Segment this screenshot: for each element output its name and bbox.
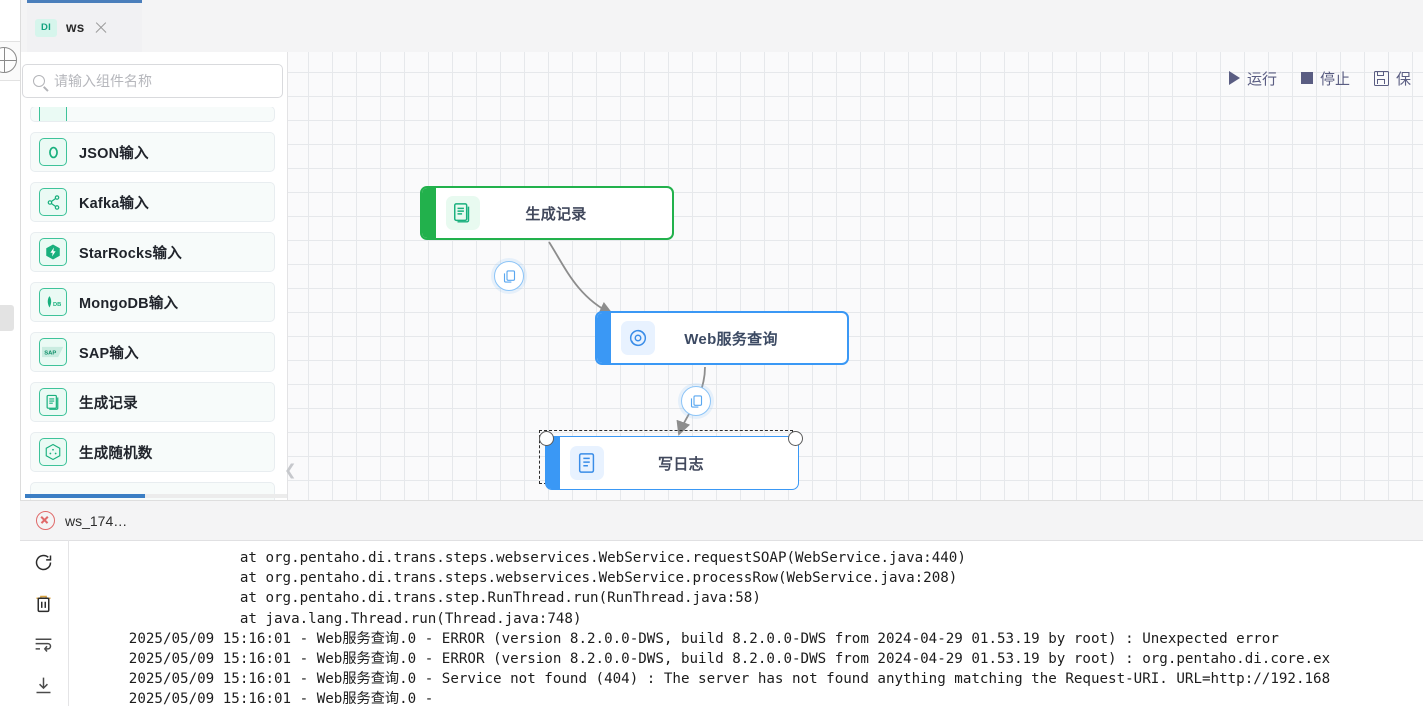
- search-container: 请输入组件名称: [22, 64, 283, 98]
- left-rail: [0, 0, 21, 706]
- list-item-random-number[interactable]: 生成随机数: [30, 432, 275, 472]
- node-accent-bar: [597, 313, 611, 363]
- copy-rows-icon[interactable]: [494, 261, 524, 291]
- delete-icon[interactable]: [33, 593, 55, 615]
- log-toolbar: [20, 540, 69, 706]
- list-item-kafka[interactable]: Kafka输入: [30, 182, 275, 222]
- hop-path-1: [548, 241, 614, 315]
- save-button[interactable]: 保: [1362, 52, 1423, 104]
- rail-collapse-handle[interactable]: [0, 305, 14, 331]
- download-icon[interactable]: [33, 675, 55, 697]
- tab-ws[interactable]: DI ws: [27, 0, 142, 52]
- canvas-toolbar: 运行 停止 保: [1217, 52, 1423, 104]
- component-panel: 请输入组件名称 JSON输入: [20, 52, 288, 501]
- save-icon: [1373, 70, 1389, 86]
- close-icon[interactable]: [94, 21, 108, 35]
- node-label: 写日志: [658, 455, 704, 473]
- search-icon: [33, 75, 45, 87]
- log-line: 2025/05/09 15:16:01 - Web服务查询.0 - ERROR …: [69, 651, 1331, 668]
- list-item-label: MongoDB输入: [79, 295, 179, 312]
- node-label: Web服务查询: [684, 330, 778, 348]
- search-placeholder: 请输入组件名称: [54, 73, 152, 89]
- write-log-icon: [570, 446, 604, 480]
- list-item-mongodb[interactable]: DB MongoDB输入: [30, 282, 275, 322]
- save-label: 保: [1395, 70, 1411, 88]
- node-accent-bar: [422, 188, 436, 238]
- list-item-starrocks[interactable]: StarRocks输入: [30, 232, 275, 272]
- list-item-label: 生成记录: [79, 395, 138, 412]
- run-label: 运行: [1246, 70, 1277, 88]
- node-generate-records[interactable]: 生成记录: [420, 186, 674, 240]
- list-item-label: Kafka输入: [79, 195, 149, 212]
- list-item-generate-records[interactable]: 生成记录: [30, 382, 275, 422]
- node-label: 生成记录: [525, 205, 587, 223]
- list-item-label: SAP输入: [79, 345, 139, 362]
- copy-rows-icon[interactable]: [681, 386, 711, 416]
- log-tab-label[interactable]: ws_174…: [65, 512, 128, 529]
- panel-collapse-chevron[interactable]: ❮: [284, 462, 297, 479]
- log-line: at org.pentaho.di.trans.step.RunThread.r…: [69, 590, 761, 607]
- component-list[interactable]: JSON输入 Kafka输入 StarRoc: [22, 107, 283, 501]
- search-input[interactable]: 请输入组件名称: [22, 64, 283, 98]
- svg-text:SAP: SAP: [44, 351, 56, 357]
- sap-icon: SAP: [39, 338, 67, 366]
- stop-button[interactable]: 停止: [1289, 52, 1362, 104]
- refresh-icon[interactable]: [33, 552, 55, 574]
- starrocks-icon: [39, 238, 67, 266]
- node-web-service-query[interactable]: Web服务查询: [595, 311, 849, 365]
- generate-records-icon: [446, 196, 480, 230]
- list-item-next-partial[interactable]: [30, 482, 275, 501]
- list-item-partial[interactable]: [30, 107, 275, 122]
- log-line: 2025/05/09 15:16:01 - Web服务查询.0 - Servic…: [69, 671, 1331, 688]
- mongodb-icon: DB: [39, 288, 67, 316]
- tab-badge: DI: [35, 18, 57, 37]
- error-icon: [36, 511, 55, 530]
- play-icon: [1228, 71, 1240, 85]
- stop-icon: [1300, 72, 1313, 84]
- connector-layer: [548, 241, 706, 436]
- partial-component-icon: [39, 107, 67, 121]
- log-line: at org.pentaho.di.trans.steps.webservice…: [69, 570, 958, 587]
- wrap-text-icon[interactable]: [33, 634, 55, 656]
- log-line: at org.pentaho.di.trans.steps.webservice…: [69, 550, 966, 566]
- node-accent-bar: [546, 437, 560, 489]
- tabstrip: DI ws: [20, 0, 1423, 53]
- node-write-log[interactable]: 写日志: [545, 436, 799, 490]
- random-number-icon: [39, 438, 67, 466]
- resize-handle-top-left[interactable]: [539, 431, 554, 446]
- log-line: at java.lang.Thread.run(Thread.java:748): [69, 610, 582, 627]
- list-item-label: 生成随机数: [79, 445, 153, 462]
- list-item-label: JSON输入: [79, 145, 149, 162]
- log-line: 2025/05/09 15:16:01 - Web服务查询.0 - ERROR …: [69, 630, 1279, 647]
- web-service-icon: [621, 321, 655, 355]
- json-icon: [39, 138, 67, 166]
- stop-label: 停止: [1319, 70, 1350, 88]
- list-item-label: StarRocks输入: [79, 245, 182, 262]
- generate-records-icon: [39, 388, 67, 416]
- log-panel: ws_174…: [20, 500, 1423, 706]
- resize-handle-top-right[interactable]: [788, 431, 803, 446]
- list-item-json[interactable]: JSON输入: [30, 132, 275, 172]
- list-item-sap[interactable]: SAP SAP输入: [30, 332, 275, 372]
- log-body: at org.pentaho.di.trans.steps.webservice…: [20, 540, 1423, 706]
- kafka-icon: [39, 188, 67, 216]
- globe-icon[interactable]: [0, 47, 17, 73]
- run-button[interactable]: 运行: [1217, 52, 1289, 104]
- log-line: 2025/05/09 15:16:01 - Web服务查询.0 -: [69, 691, 434, 706]
- log-tabstrip: ws_174…: [20, 501, 1423, 541]
- panel-resize-bar[interactable]: [25, 494, 287, 498]
- log-output[interactable]: at org.pentaho.di.trans.steps.webservice…: [69, 540, 1423, 706]
- tab-label: ws: [66, 20, 85, 35]
- svg-text:DB: DB: [53, 302, 61, 308]
- flow-canvas[interactable]: 运行 停止 保: [287, 52, 1423, 501]
